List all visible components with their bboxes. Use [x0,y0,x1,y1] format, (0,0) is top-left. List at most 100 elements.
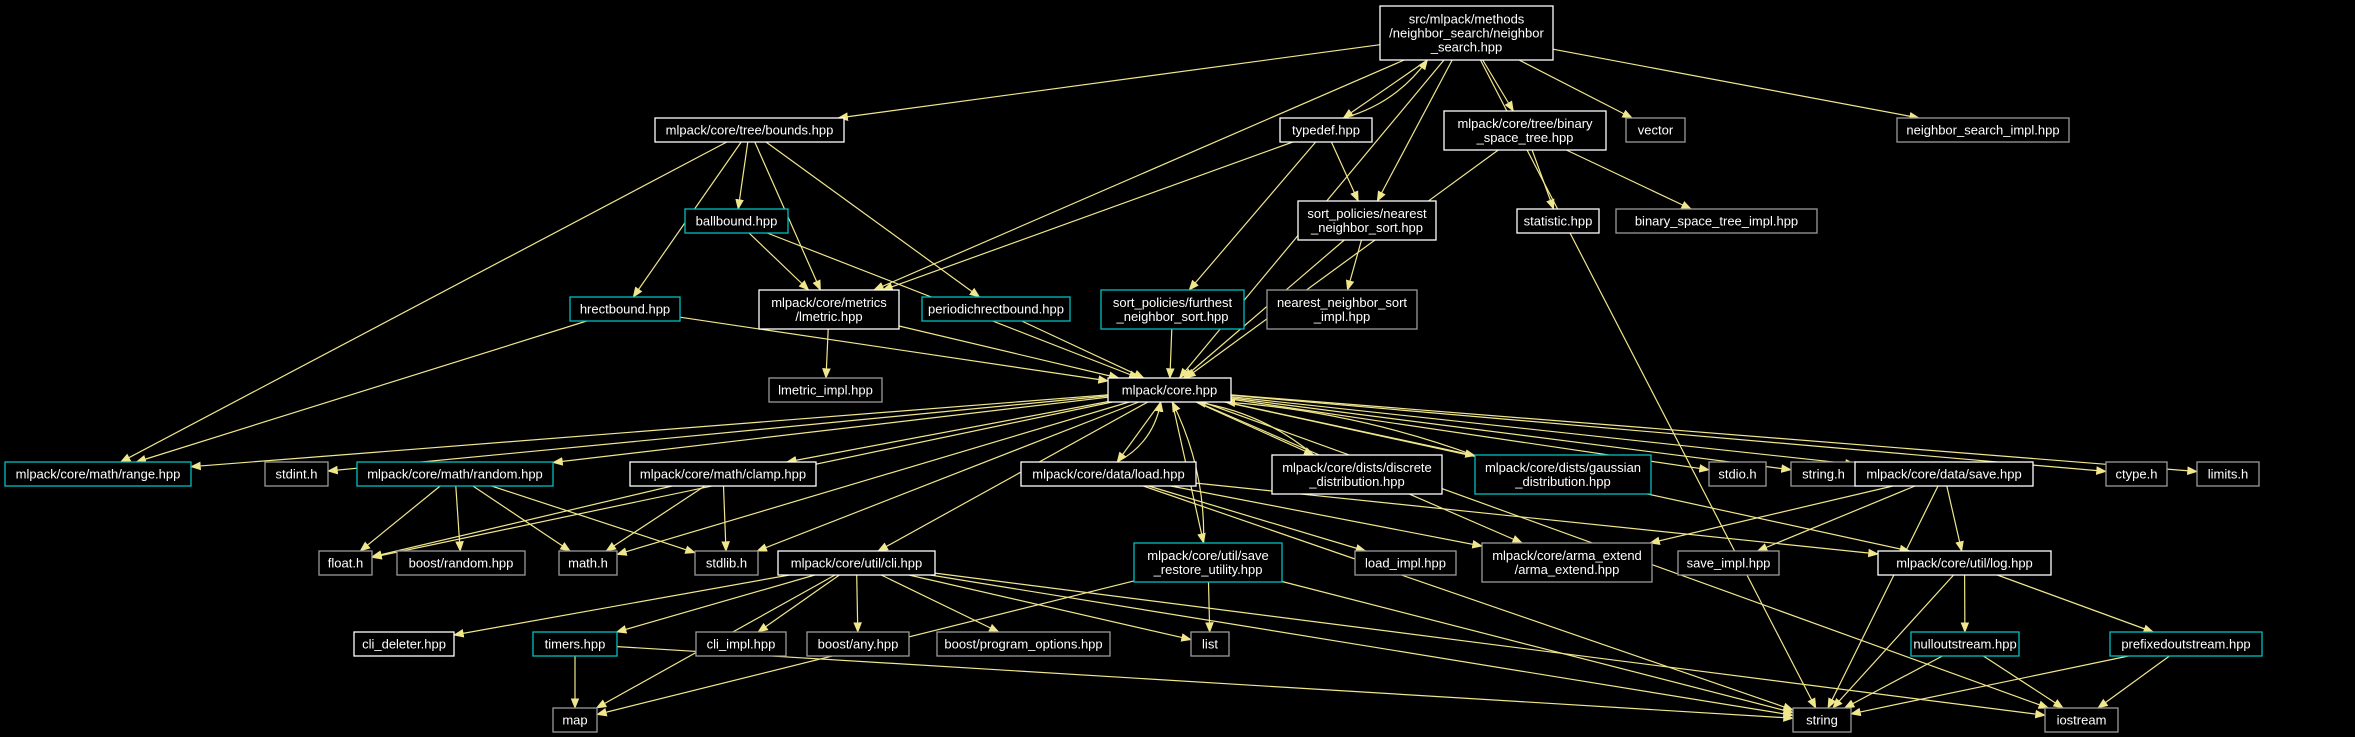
node-box-load [1020,461,1197,487]
node-statistic[interactable]: statistic.hpp [1516,208,1600,234]
node-furthest[interactable]: sort_policies/furthest_neighbor_sort.hpp [1100,289,1245,330]
edge-core-to-ctype [1230,394,2108,475]
edge-save-to-log [1946,485,1964,553]
node-box-string [1792,707,1852,733]
node-string[interactable]: string [1792,707,1852,733]
node-typedef[interactable]: typedef.hpp [1279,117,1373,143]
node-box-nnsortimpl [1266,289,1418,330]
edge-core-to-math [615,401,1130,556]
edge-load-to-loadimpl [1148,485,1367,553]
node-box-bstimpl [1615,208,1818,234]
node-box-typedef [1279,117,1373,143]
node-nnsortimpl[interactable]: nearest_neighbor_sort_impl.hpp [1266,289,1418,330]
node-bstimpl[interactable]: binary_space_tree_impl.hpp [1615,208,1818,234]
node-lmetricimpl[interactable]: lmetric_impl.hpp [768,377,883,403]
node-label-clideleter-line-0: cli_deleter.hpp [362,637,446,652]
node-label-limits-line-0: limits.h [2208,467,2248,482]
node-core[interactable]: mlpack/core.hpp [1107,377,1232,403]
node-random[interactable]: mlpack/core/math/random.hpp [356,461,554,487]
node-label-random-line-0: mlpack/core/math/random.hpp [367,467,543,482]
node-label-boostrandom-line-0: boost/random.hpp [409,556,514,571]
node-label-boostpo-line-0: boost/program_options.hpp [944,637,1102,652]
node-hrect[interactable]: hrectbound.hpp [569,296,681,322]
edge-hrect-to-range [135,320,587,464]
node-label-root-line-0: src/mlpack/methods [1409,12,1525,27]
node-bounds[interactable]: mlpack/core/tree/bounds.hpp [654,117,845,143]
node-discrete[interactable]: mlpack/core/dists/discrete_distribution.… [1271,454,1443,495]
node-lmetric[interactable]: mlpack/core/metrics/lmetric.hpp [758,289,900,330]
node-iostream[interactable]: iostream [2044,707,2119,733]
node-timers[interactable]: timers.hpp [532,631,618,657]
edge-prefixed-to-string [1849,655,2129,717]
node-armaext[interactable]: mlpack/core/arma_extend/arma_extend.hpp [1481,542,1653,583]
node-label-bst-line-0: mlpack/core/tree/binary [1457,116,1593,131]
node-clamp[interactable]: mlpack/core/math/clamp.hpp [629,461,817,487]
edge-lmetric-to-lmetricimpl [822,328,831,380]
node-label-cliimpl-line-0: cli_impl.hpp [707,637,776,652]
node-gaussian[interactable]: mlpack/core/dists/gaussian_distribution.… [1474,454,1652,495]
node-root[interactable]: src/mlpack/methods/neighbor_search/neigh… [1379,5,1554,61]
node-cliimpl[interactable]: cli_impl.hpp [695,631,787,657]
node-stdint[interactable]: stdint.h [264,461,329,487]
node-label-ctype-line-0: ctype.h [2116,467,2158,482]
node-log[interactable]: mlpack/core/util/log.hpp [1877,550,2052,576]
node-nullout[interactable]: nulloutstream.hpp [1910,631,2020,657]
node-cli[interactable]: mlpack/core/util/cli.hpp [777,550,936,576]
node-label-hrect-line-0: hrectbound.hpp [580,302,670,317]
node-nnsort[interactable]: sort_policies/nearest_neighbor_sort.hpp [1297,200,1437,241]
node-map[interactable]: map [552,707,598,733]
node-nsimpl[interactable]: neighbor_search_impl.hpp [1896,117,2070,143]
node-box-stdint [264,461,329,487]
edge-typedef-to-lmetric [881,141,1294,291]
node-save[interactable]: mlpack/core/data/save.hpp [1854,461,2034,487]
node-periodic[interactable]: periodichrectbound.hpp [921,296,1071,322]
node-ballbound[interactable]: ballbound.hpp [684,208,789,234]
node-stringh[interactable]: string.h [1790,461,1857,487]
node-label-core-line-0: mlpack/core.hpp [1122,383,1217,398]
node-label-lmetric-line-0: mlpack/core/metrics [771,295,887,310]
node-loadimpl[interactable]: load_impl.hpp [1354,550,1457,576]
node-label-armaext-line-0: mlpack/core/arma_extend [1492,548,1642,563]
node-prefixed[interactable]: prefixedoutstream.hpp [2109,631,2263,657]
edge-discrete-to-core [1195,399,1315,456]
node-load[interactable]: mlpack/core/data/load.hpp [1020,461,1197,487]
node-vector[interactable]: vector [1625,117,1686,143]
node-limits[interactable]: limits.h [2196,461,2260,487]
node-label-vector-line-0: vector [1638,123,1674,138]
node-box-root [1379,5,1554,61]
node-list[interactable]: list [1190,631,1230,657]
node-box-hrect [569,296,681,322]
node-saverestore[interactable]: mlpack/core/util/save_restore_utility.hp… [1133,542,1283,583]
edge-cli-to-iostream [934,572,2047,719]
edge-cli-to-clideleter [452,574,790,638]
node-ctype[interactable]: ctype.h [2105,461,2168,487]
edge-cli-to-timers [615,574,815,634]
node-saveimpl[interactable]: save_impl.hpp [1677,550,1780,576]
node-range[interactable]: mlpack/core/math/range.hpp [4,461,192,487]
edge-bst-to-core [1185,149,1499,379]
edge-timers-to-string [616,646,1795,722]
node-clideleter[interactable]: cli_deleter.hpp [353,631,455,657]
node-label-ballbound-line-0: ballbound.hpp [696,214,778,229]
node-stdio[interactable]: stdio.h [1708,461,1767,487]
node-label-stdlib-line-0: stdlib.h [706,556,747,571]
node-label-bounds-line-0: mlpack/core/tree/bounds.hpp [666,123,834,138]
node-bst[interactable]: mlpack/core/tree/binary_space_tree.hpp [1443,110,1607,151]
node-label-cli-line-0: mlpack/core/util/cli.hpp [791,556,923,571]
node-label-load-line-0: mlpack/core/data/load.hpp [1032,467,1184,482]
node-boostrandom[interactable]: boost/random.hpp [396,550,526,576]
node-box-periodic [921,296,1071,322]
node-label-nnsortimpl-line-0: nearest_neighbor_sort [1277,295,1407,310]
node-label-iostream-line-0: iostream [2057,713,2107,728]
node-box-core [1107,377,1232,403]
edge-cli-to-boostany [853,574,862,634]
node-box-cliimpl [695,631,787,657]
node-label-gaussian-line-0: mlpack/core/dists/gaussian [1485,460,1641,475]
node-stdlib[interactable]: stdlib.h [694,550,759,576]
edge-core-to-range [189,394,1109,471]
node-float[interactable]: float.h [318,550,373,576]
node-boostany[interactable]: boost/any.hpp [806,631,910,657]
node-box-range [4,461,192,487]
node-boostpo[interactable]: boost/program_options.hpp [936,631,1111,657]
node-math[interactable]: math.h [558,550,618,576]
